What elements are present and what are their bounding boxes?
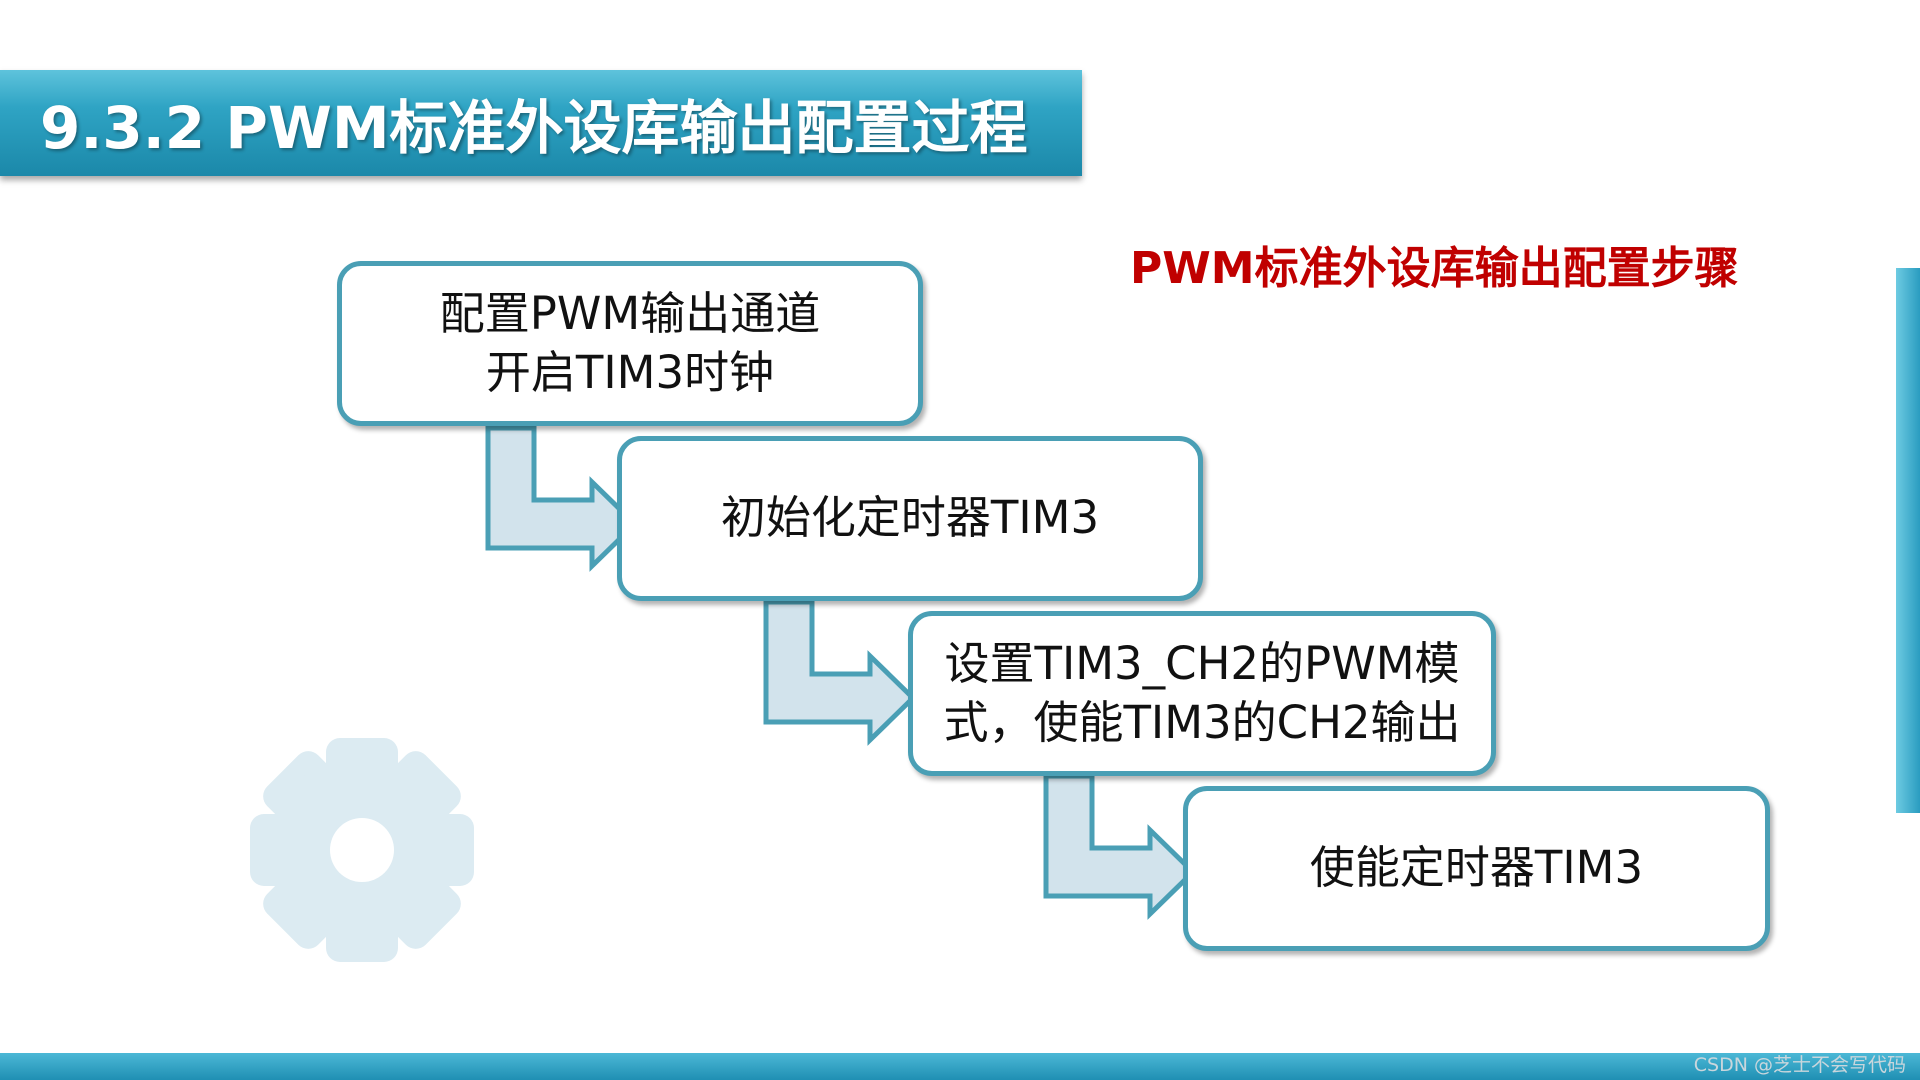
step-box-4: 使能定时器TIM3 [1183, 786, 1770, 951]
step-label: 初始化定时器TIM3 [720, 491, 1100, 545]
slide-title: 9.3.2 PWM标准外设库输出配置过程 [40, 94, 1028, 162]
step-label: 配置PWM输出通道 开启TIM3时钟 [439, 287, 821, 399]
bottom-accent-bar [0, 1053, 1920, 1080]
right-accent-bar [1896, 268, 1920, 813]
gear-icon [250, 738, 474, 962]
step-label: 使能定时器TIM3 [1309, 841, 1644, 895]
step-box-2: 初始化定时器TIM3 [617, 436, 1203, 601]
arrow-icon [763, 599, 917, 746]
arrow-icon [1043, 773, 1197, 920]
watermark: CSDN @芝士不会写代码 [1693, 1054, 1906, 1076]
step-box-3: 设置TIM3_CH2的PWM模 式，使能TIM3的CH2输出 [908, 611, 1496, 776]
arrow-icon [485, 425, 639, 572]
slide-subtitle: PWM标准外设库输出配置步骤 [1130, 243, 1739, 294]
step-box-1: 配置PWM输出通道 开启TIM3时钟 [337, 261, 923, 426]
title-banner: 9.3.2 PWM标准外设库输出配置过程 [0, 70, 1082, 176]
step-label: 设置TIM3_CH2的PWM模 式，使能TIM3的CH2输出 [943, 637, 1461, 749]
